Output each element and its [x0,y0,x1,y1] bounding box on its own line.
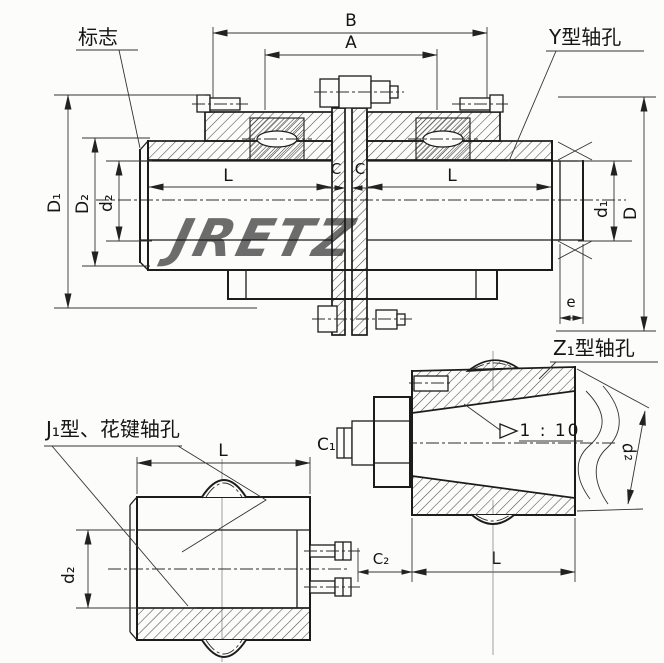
dim-D-big: D [556,96,656,332]
taper-ratio-label: 1 : 10 [520,421,581,441]
z1-bore-callout: Z₁型轴孔 [538,336,658,380]
dim-label-a: A [345,33,357,53]
dim-label-l-left: L [223,166,233,186]
dim-label-l-bottom: L [491,549,501,569]
dim-label-d1-cap: D₁ [45,193,65,213]
j1-bore-label: J₁型、花键轴孔 [44,417,180,441]
watermark-text: JRETZ [156,209,363,269]
gear-teeth-left [242,117,312,161]
dim-d2-lowerright: d₂ [576,368,650,512]
dim-label-c-left: C [331,160,341,178]
dim-d2-lowerleft: d₂ [59,529,196,609]
top-stud-bolt-left [192,94,248,113]
dim-L-top: L [136,441,311,494]
dim-label-l-top: L [218,441,228,461]
dim-label-d-big: D [621,207,641,220]
dim-D2: D₂ [73,137,150,267]
z1-bore-label: Z₁型轴孔 [553,336,635,360]
coupling-body-outline [139,140,593,300]
dim-label-c1: C₁ [317,435,336,455]
flange-bolt-top [314,75,404,109]
jretz-watermark: JRETZ [156,209,363,269]
upper-assembly-view: B A 标志 Y型轴孔 D₁ [45,11,656,336]
gear-teeth-right [408,117,478,161]
top-stud-bolt-right [452,94,508,113]
dim-label-d1-small: d₁ [592,200,612,218]
dim-label-b: B [345,11,357,31]
shaft-nut-assembly [336,396,411,488]
dim-label-d2-small: d₂ [97,194,117,212]
dim-label-c2: C₂ [373,550,390,568]
dim-e: e [559,244,584,324]
lower-right-view: 1 : 10 Z₁型轴孔 d₂ [336,336,658,655]
side-screws [304,541,360,597]
dim-d2-upper: d₂ [97,160,152,242]
dim-A: A [264,33,438,110]
y-bore-callout: Y型轴孔 [508,25,644,162]
lower-left-view: J₁型、花键轴孔 L C₁ d₂ C₂ L [44,417,576,662]
dim-L-left: L [148,166,332,191]
dim-label-e: e [566,293,575,311]
taper-hub-outline [409,359,576,525]
j1-bore-callout: J₁型、花键轴孔 [44,417,267,607]
dim-label-c-right: C [355,160,365,178]
flange-bolt-bottom [312,305,412,333]
mark-callout: 标志 [76,25,141,149]
dim-d1-small: d₁ [578,160,632,242]
dim-label-d2-cap: D₂ [73,194,93,214]
mark-label: 标志 [78,25,118,49]
dim-B: B [212,11,488,98]
dim-label-l-right: L [447,166,457,186]
dim-D1: D₁ [45,94,257,309]
taper-callout: 1 : 10 [463,403,583,442]
dim-L-right: L [367,166,552,191]
dim-label-d2-lowerright: d₂ [617,441,640,463]
spline-hub-outline [129,479,311,658]
y-bore-label: Y型轴孔 [548,25,621,49]
shaft-break-lines [577,385,620,505]
dim-label-d2-lowerleft: d₂ [59,566,79,584]
dim-C2-L-bottom: C₂ L [357,518,576,582]
